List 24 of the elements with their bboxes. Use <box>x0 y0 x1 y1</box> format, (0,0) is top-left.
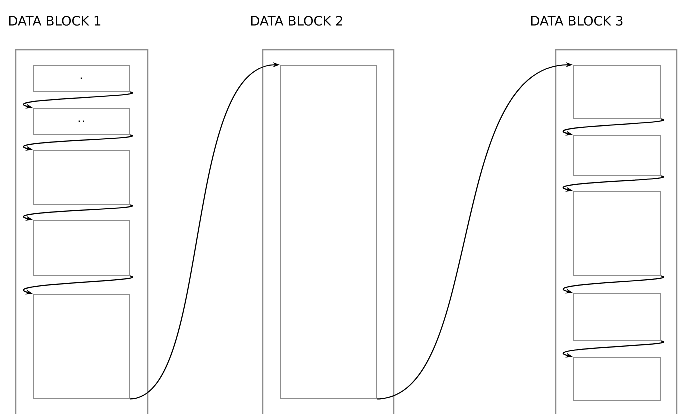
block-title: DATA BLOCK 3 <box>531 16 623 26</box>
record-box <box>573 65 662 120</box>
record-box <box>33 220 130 276</box>
record-box <box>573 135 662 176</box>
arrow <box>563 340 664 358</box>
record-box <box>573 292 662 342</box>
record-box <box>280 65 378 400</box>
arrow <box>563 118 664 136</box>
arrow <box>24 204 133 221</box>
arrow <box>24 92 133 109</box>
record-box: . <box>33 65 130 92</box>
record-box <box>33 150 130 206</box>
record-box <box>573 191 662 276</box>
record-box <box>573 356 662 402</box>
data-block <box>555 49 678 414</box>
arrow <box>563 176 664 192</box>
record-box <box>33 294 130 400</box>
block-title: DATA BLOCK 1 <box>9 16 101 26</box>
record-box: .. <box>33 108 130 136</box>
arrow <box>563 276 664 294</box>
arrow <box>24 134 133 151</box>
data-block <box>262 49 395 414</box>
block-title: DATA BLOCK 2 <box>251 16 342 26</box>
data-block <box>15 49 149 414</box>
